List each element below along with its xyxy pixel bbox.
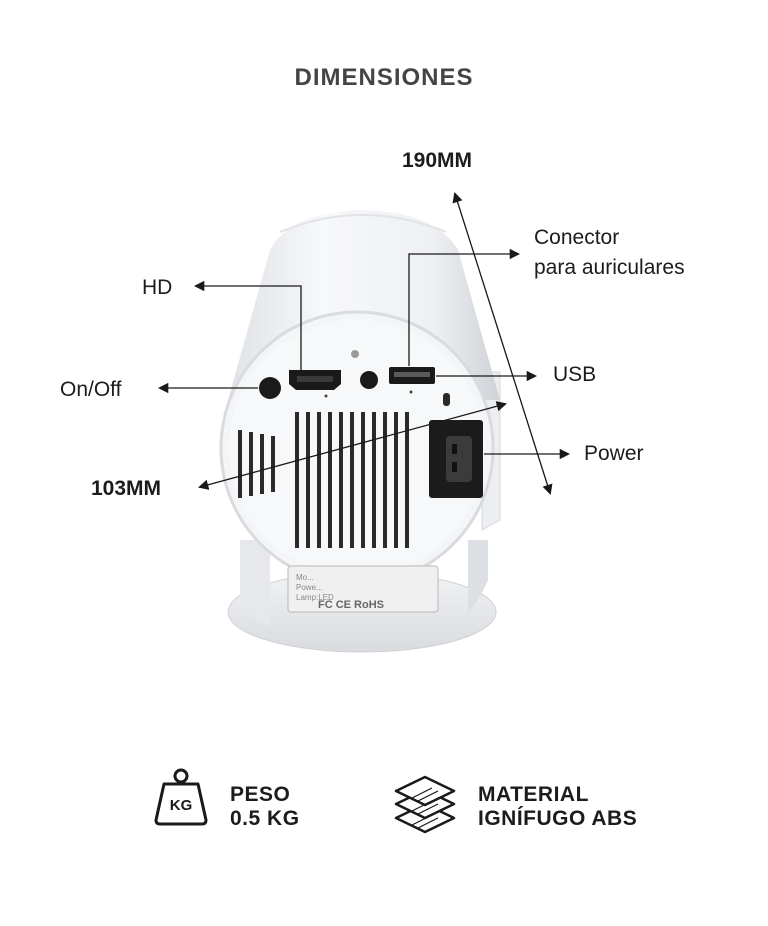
layers-icon <box>394 775 456 834</box>
material-value: IGNÍFUGO ABS <box>478 807 638 830</box>
headphone-label-line1: Conector <box>534 226 620 249</box>
power-socket <box>429 420 483 498</box>
page-title: DIMENSIONES <box>294 64 474 91</box>
power-button <box>259 377 281 399</box>
ports-panel <box>259 350 450 406</box>
vent-slot <box>394 412 398 548</box>
onoff-label: On/Off <box>60 378 122 401</box>
usb-label: USB <box>553 363 597 386</box>
vent-slot <box>328 412 332 548</box>
vent-slot <box>260 434 264 494</box>
cert-marks: FC CE RoHS <box>318 599 384 611</box>
hd-label: HD <box>142 276 173 299</box>
width-dimension-line <box>197 401 508 490</box>
svg-text:Powe...: Powe... <box>296 583 323 592</box>
svg-text:Mo...: Mo... <box>296 573 314 582</box>
hd-callout-line <box>193 280 302 370</box>
svg-text:Lamp:LED: Lamp:LED <box>296 593 334 602</box>
kg-weight-icon: KG <box>154 768 208 826</box>
headphone-jack <box>360 371 378 389</box>
vent-slot <box>238 430 242 498</box>
width-label: 103MM <box>91 477 162 500</box>
kg-badge-text: KG <box>170 797 193 814</box>
projector-body <box>219 210 500 586</box>
rating-label: Mo... Powe... Lamp:LED FC CE RoHS <box>287 565 439 613</box>
weight-spec: PESO 0.5 KG <box>230 783 300 831</box>
vent-slot <box>350 412 354 548</box>
height-dimension-line <box>452 192 553 495</box>
weight-label: PESO <box>230 783 291 806</box>
vent-slot <box>271 436 275 492</box>
headphone-label-line2: para auriculares <box>534 256 685 279</box>
callout-lines <box>157 192 571 495</box>
vent-slot <box>361 412 365 548</box>
vent-slot <box>372 412 376 548</box>
power-label: Power <box>584 442 644 465</box>
weight-value: 0.5 KG <box>230 807 300 830</box>
vent-slot <box>249 432 253 496</box>
vent-slot <box>383 412 387 548</box>
vent-slot <box>295 412 299 548</box>
vent-slot <box>405 412 409 548</box>
vent-slot <box>306 412 310 548</box>
vent-slot <box>339 412 343 548</box>
material-label: MATERIAL <box>478 783 589 806</box>
height-label: 190MM <box>402 149 473 172</box>
vent-slot <box>317 412 321 548</box>
material-spec: MATERIAL IGNÍFUGO ABS <box>478 783 637 831</box>
